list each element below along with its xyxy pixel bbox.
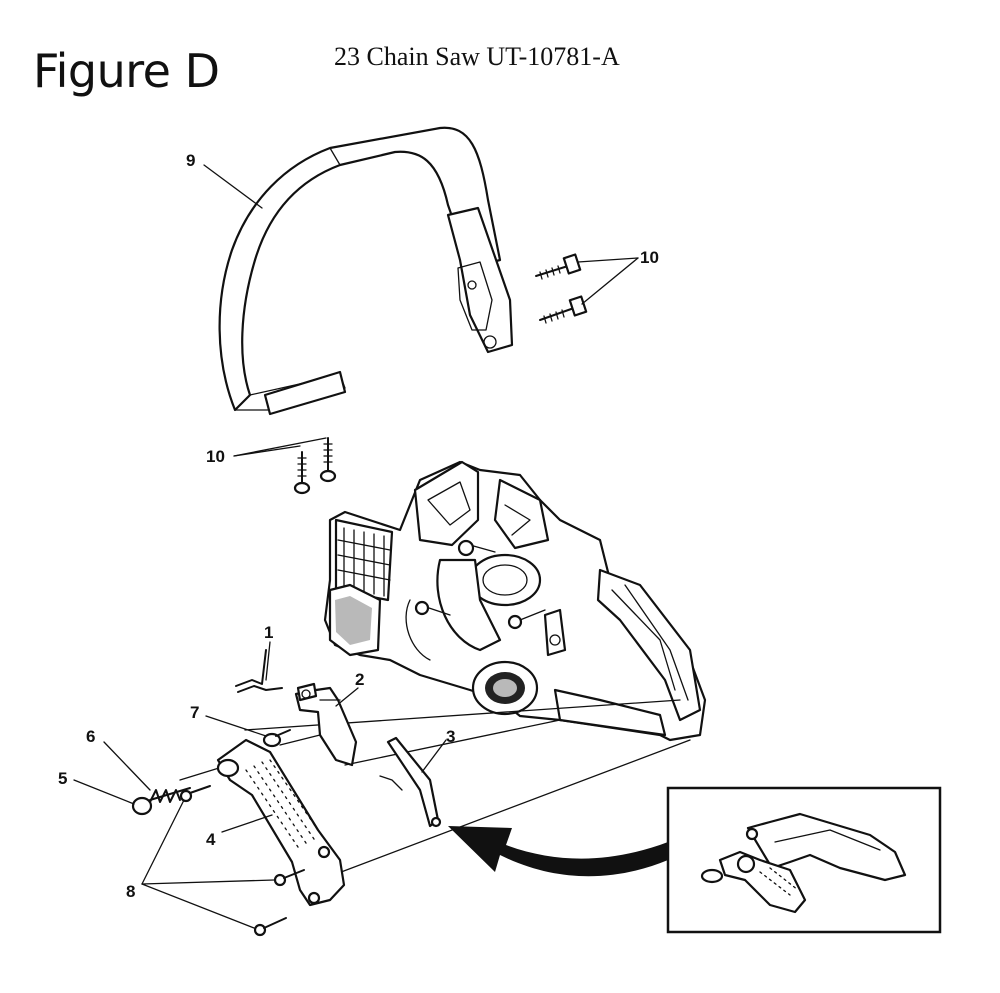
- brake-lever-part: [294, 682, 358, 767]
- callout-labels: 9 10 10 1 2 3 7 6 5 4 8: [58, 151, 659, 901]
- spring-wire-part: [235, 649, 283, 693]
- guard-perforations: [245, 759, 323, 851]
- saw-housing-part: [323, 460, 707, 742]
- callout-6: 6: [86, 727, 95, 746]
- cooling-grille: [334, 518, 394, 602]
- callout-5: 5: [58, 769, 67, 788]
- front-handle-part: [218, 126, 514, 416]
- detail-inset: [666, 786, 942, 934]
- leader-lines: [73, 164, 639, 929]
- screws-upper-part: [535, 253, 588, 324]
- diagram-subtitle: 23 Chain Saw UT-10781-A: [334, 42, 620, 71]
- shoulder-bolt-part: [131, 787, 191, 816]
- callout-4: 4: [206, 830, 216, 849]
- guard-screws-part: [179, 785, 305, 937]
- hand-guard-part: [216, 738, 346, 907]
- callout-10-top: 10: [640, 248, 659, 267]
- brake-spring-part: [379, 736, 442, 828]
- detail-arrow: [448, 826, 668, 877]
- callout-9: 9: [186, 151, 195, 170]
- callout-8: 8: [126, 882, 135, 901]
- coil-spring-part: [149, 789, 181, 803]
- screws-lower-part: [293, 437, 337, 495]
- pivot-pin-part: [262, 729, 291, 748]
- callout-7: 7: [190, 703, 199, 722]
- callout-10-left: 10: [206, 447, 225, 466]
- callout-2: 2: [355, 670, 364, 689]
- callout-1: 1: [264, 623, 273, 642]
- callout-3: 3: [446, 727, 455, 746]
- figure-label: Figure D: [33, 44, 220, 98]
